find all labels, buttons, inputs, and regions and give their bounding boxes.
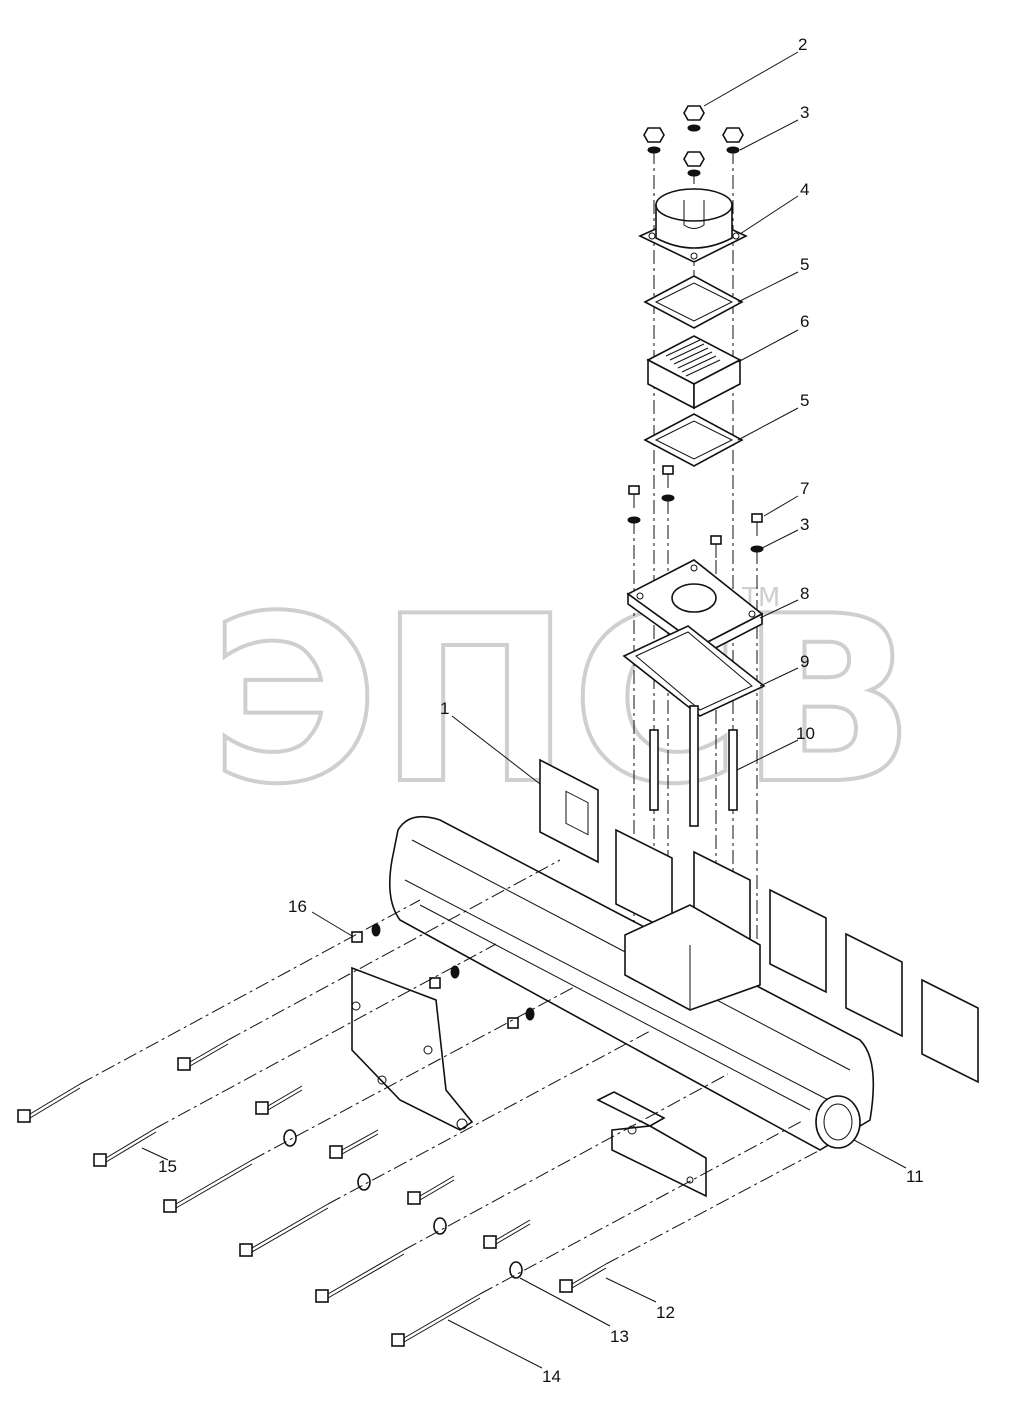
callout-14: 14 xyxy=(542,1367,561,1386)
washers-13 xyxy=(283,1129,523,1279)
part-8-flange xyxy=(626,559,764,658)
part-5-gasket-lower xyxy=(643,413,744,467)
bracket xyxy=(596,1091,707,1198)
callout-1: 1 xyxy=(440,699,449,718)
part-5-gasket-upper xyxy=(643,275,744,329)
bolt-12-d xyxy=(407,1175,455,1205)
callout-5-upper: 5 xyxy=(800,255,809,274)
callout-2: 2 xyxy=(798,35,807,54)
bolt-14-d xyxy=(391,1293,481,1347)
bolt-axis-lines xyxy=(79,859,821,1295)
bolt-12-b xyxy=(255,1085,303,1115)
bolt-14-c xyxy=(315,1249,405,1303)
part-1-gaskets xyxy=(539,758,979,1084)
callout-12: 12 xyxy=(656,1303,675,1322)
callout-5-lower: 5 xyxy=(800,391,809,410)
callout-15: 15 xyxy=(158,1157,177,1176)
bolt-15-a xyxy=(17,1083,81,1123)
part-4-cap-housing xyxy=(638,188,748,263)
heat-shield-plate xyxy=(351,966,474,1131)
part-11-manifold xyxy=(389,815,875,1151)
callout-4: 4 xyxy=(800,180,809,199)
callout-7: 7 xyxy=(800,479,809,498)
bolt-12-c xyxy=(329,1129,379,1159)
callout-10: 10 xyxy=(796,724,815,743)
callout-3-top: 3 xyxy=(800,103,809,122)
callout-3-middle: 3 xyxy=(800,515,809,534)
callout-13: 13 xyxy=(610,1327,629,1346)
leader-lines xyxy=(141,51,907,1369)
bolt-15-b xyxy=(93,1127,157,1167)
bolt-12-f xyxy=(559,1263,607,1293)
part-7-bolts xyxy=(627,465,764,558)
callout-11: 11 xyxy=(906,1167,924,1186)
callout-numbers: 2 3 4 5 6 5 7 3 8 9 10 1 16 11 15 12 13 … xyxy=(158,35,924,1386)
bolt-12-a xyxy=(177,1039,229,1071)
long-bolts xyxy=(17,1039,607,1347)
part-16-bolts xyxy=(351,923,535,1029)
callout-16: 16 xyxy=(288,897,307,916)
part-9-gasket xyxy=(622,625,766,717)
callout-8: 8 xyxy=(800,584,809,603)
callout-6: 6 xyxy=(800,312,809,331)
callout-9: 9 xyxy=(800,652,809,671)
bolt-12-e xyxy=(483,1219,531,1249)
bolt-14-b xyxy=(239,1203,329,1257)
top-nuts-and-washers xyxy=(643,105,744,177)
part-6-block xyxy=(646,335,742,410)
assembly-centerlines xyxy=(633,150,758,960)
part-10-studs xyxy=(649,705,738,827)
bolt-14-a xyxy=(163,1159,253,1213)
